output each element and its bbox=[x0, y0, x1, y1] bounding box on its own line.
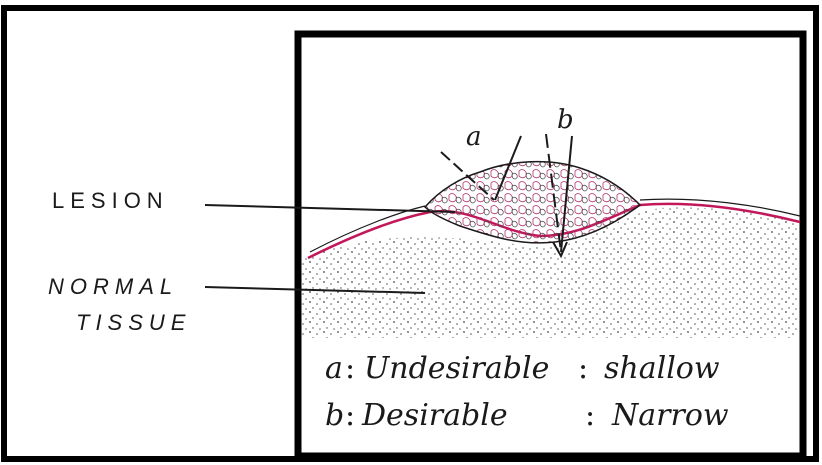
skin-surface-line-3 bbox=[639, 198, 801, 217]
incision-a-right bbox=[494, 135, 522, 201]
normal-tissue-pointer-line bbox=[204, 286, 426, 294]
marker-a-label: a bbox=[466, 122, 482, 152]
legend-b-quality: Narrow bbox=[611, 398, 729, 433]
legend-a-desc: Undesirable bbox=[364, 351, 549, 386]
skin-surface-line-2 bbox=[309, 205, 426, 253]
legend-b-letter: b bbox=[325, 398, 344, 433]
legend-a-letter: a bbox=[325, 351, 343, 386]
legend-a-colon2: : bbox=[578, 351, 588, 386]
marker-b-label: b bbox=[557, 105, 574, 135]
lesion-pointer-line bbox=[204, 204, 456, 213]
incision-b-arrowhead bbox=[552, 241, 568, 259]
legend-a-quality: shallow bbox=[604, 351, 720, 386]
legend-b-colon2: : bbox=[585, 398, 595, 433]
legend-b-colon: : bbox=[345, 398, 355, 433]
normal-tissue bbox=[302, 207, 800, 338]
incision-b-right bbox=[560, 135, 573, 253]
lesion-label: LESION bbox=[52, 188, 169, 213]
normal-label-line2: TISSUE bbox=[76, 310, 191, 335]
legend-b-desc: Desirable bbox=[361, 398, 508, 433]
incision-a-left bbox=[440, 151, 495, 201]
legend-a-colon: : bbox=[345, 351, 355, 386]
lesion-mass bbox=[423, 160, 642, 244]
normal-label-line1: NORMAL bbox=[48, 274, 178, 299]
